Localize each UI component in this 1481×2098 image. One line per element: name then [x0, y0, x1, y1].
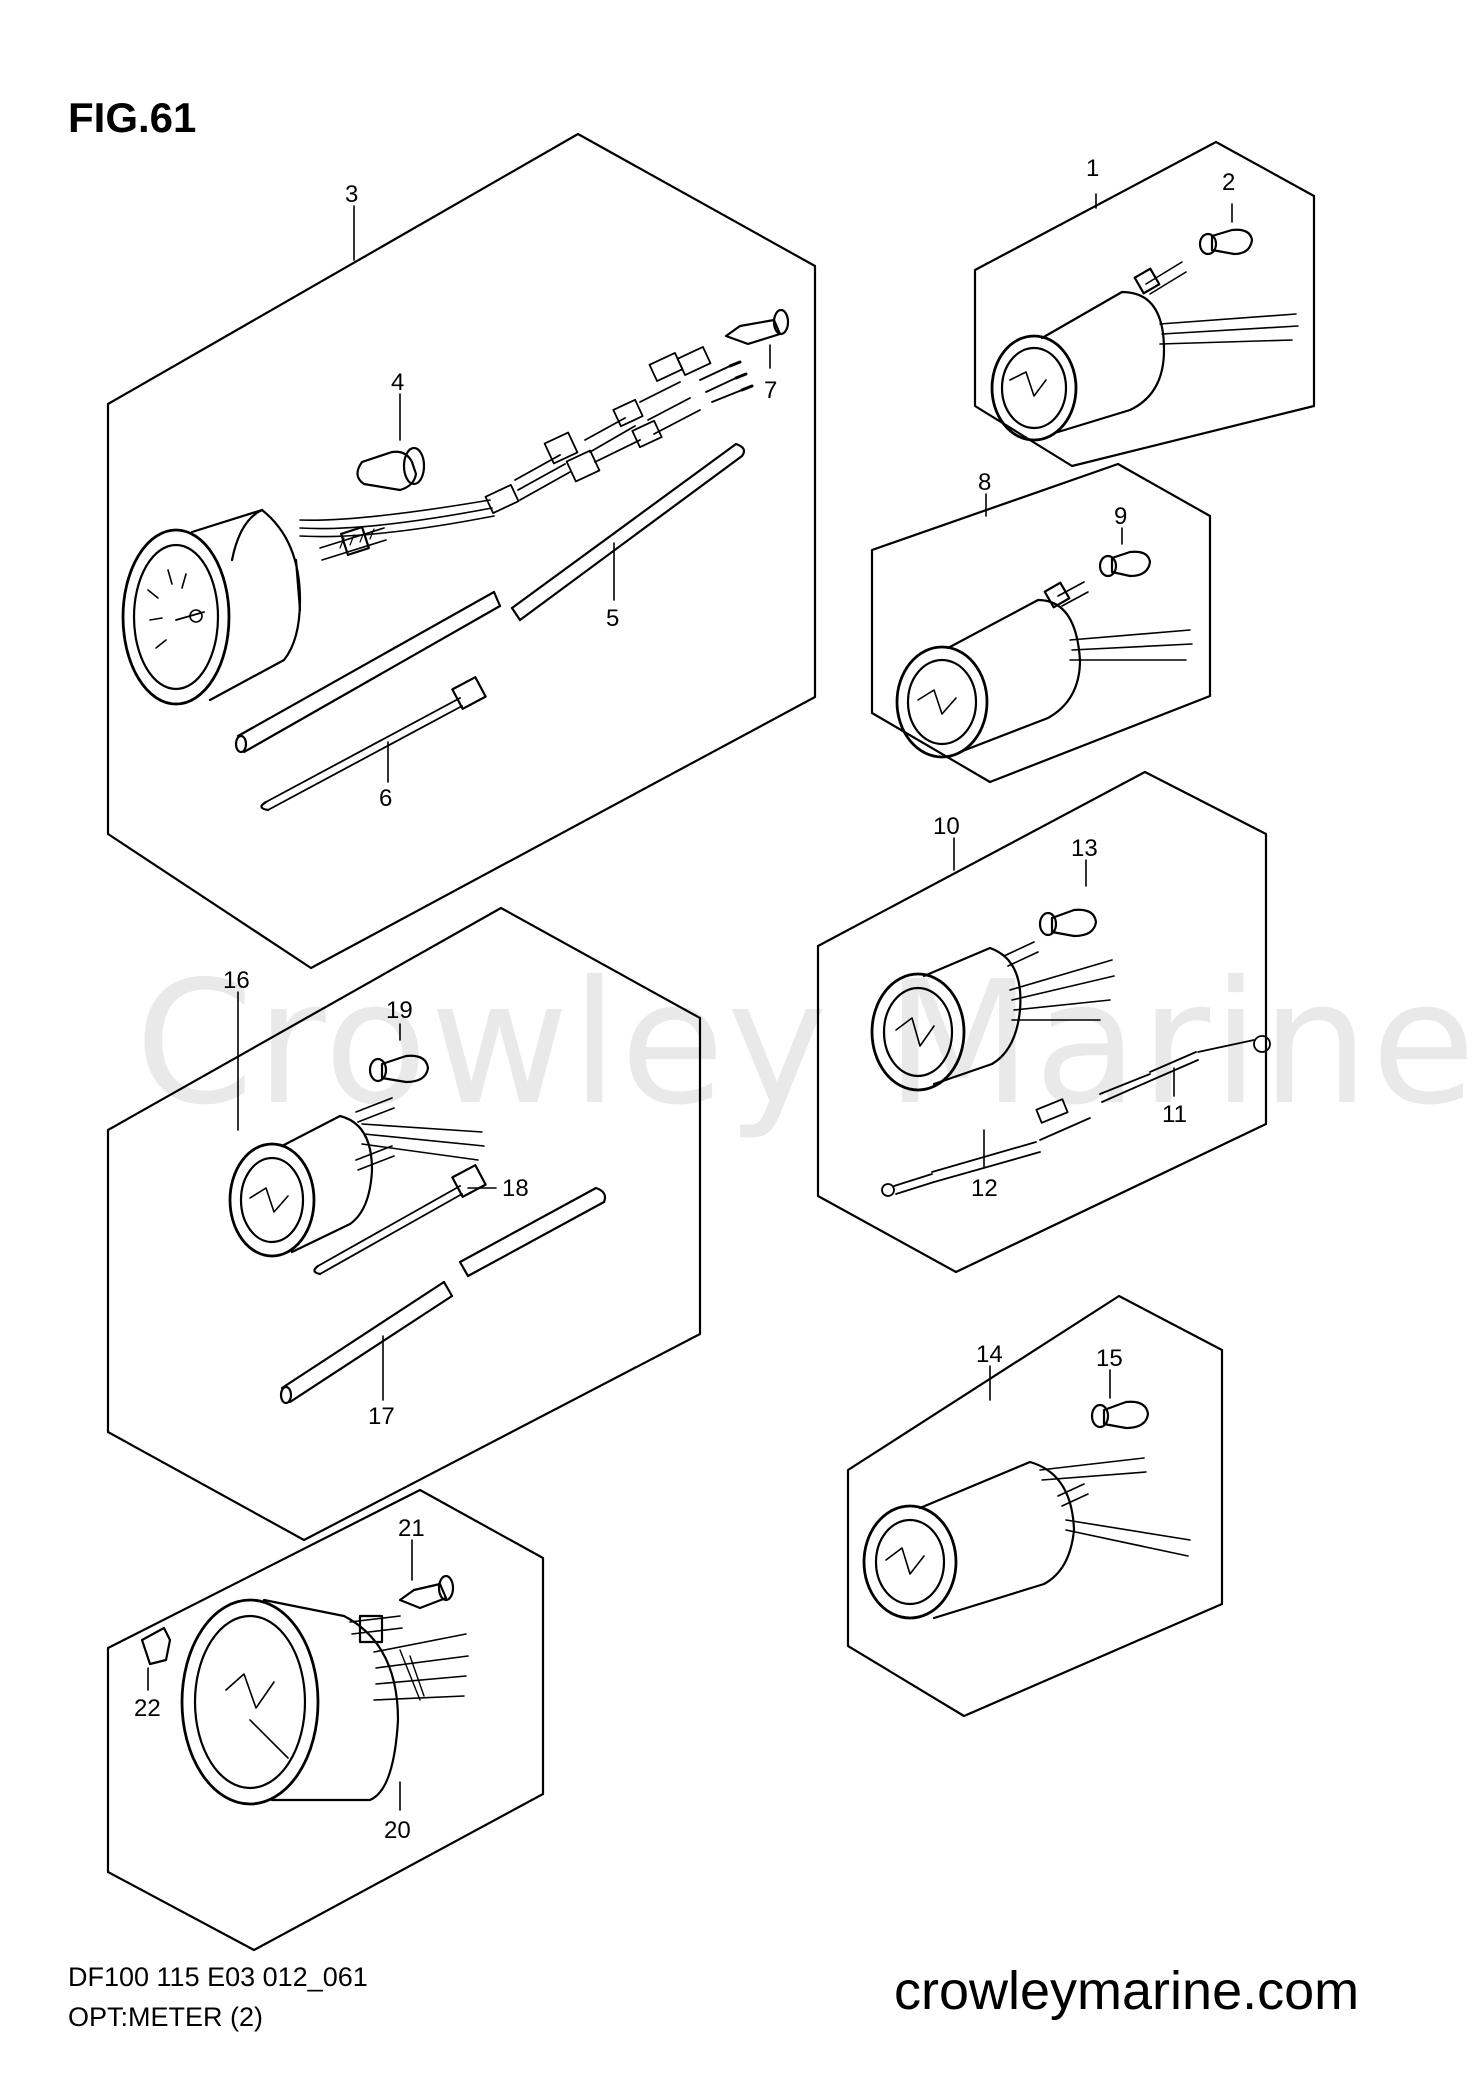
panel-part-1	[973, 140, 1316, 468]
callout-10: 10	[933, 813, 960, 840]
callout-17: 17	[368, 1403, 395, 1430]
callout-5: 5	[606, 605, 619, 632]
callout-1: 1	[1086, 155, 1099, 182]
callout-4: 4	[391, 369, 404, 396]
tube-icon	[279, 1186, 607, 1405]
callout-6: 6	[379, 785, 392, 812]
fastener-icon	[724, 308, 790, 346]
panel-part-16	[106, 906, 702, 1542]
callout-3: 3	[345, 181, 358, 208]
panel-part-20	[106, 1488, 545, 1952]
fastener-icon	[398, 1574, 455, 1610]
callout-9: 9	[1114, 503, 1127, 530]
gauge-icon	[228, 1097, 485, 1258]
bulb-icon	[1098, 550, 1152, 578]
lead-wire-icon	[881, 1035, 1271, 1197]
bulb-icon	[1198, 228, 1254, 256]
callout-22: 22	[134, 1695, 161, 1722]
callout-7: 7	[764, 377, 777, 404]
panel-part-14	[846, 1294, 1224, 1718]
cable-tie-icon	[260, 676, 487, 812]
panel-part-10	[816, 770, 1271, 1274]
bulb-icon	[356, 446, 426, 492]
callout-labels: 1 2 3 4 5 6 7 8 9 10 11 12 13 14 15 16 1…	[134, 155, 1235, 1844]
callout-21: 21	[398, 1515, 425, 1542]
callout-15: 15	[1096, 1345, 1123, 1372]
panel-part-3	[106, 132, 817, 970]
cable-tie-icon	[313, 1164, 487, 1276]
bulb-icon	[1038, 908, 1098, 938]
panel-part-8	[870, 462, 1212, 784]
diagram-caption: OPT:METER (2)	[68, 2002, 264, 2032]
gauge-icon	[895, 581, 1193, 759]
gauge-icon	[990, 261, 1299, 442]
callout-12: 12	[971, 1175, 998, 1202]
wire-harness-icon	[484, 346, 754, 514]
callout-14: 14	[976, 1341, 1003, 1368]
callout-11: 11	[1162, 1101, 1187, 1128]
watermark-text: Crowley Marine	[135, 945, 1478, 1143]
bulb-icon	[1090, 1400, 1150, 1430]
callout-2: 2	[1222, 169, 1235, 196]
bulb-icon	[140, 1626, 172, 1666]
callout-19: 19	[386, 997, 413, 1024]
gauge-icon	[180, 1598, 469, 1806]
figure-title: FIG.61	[68, 94, 197, 141]
callout-18: 18	[502, 1175, 529, 1202]
diagram-code: DF100 115 E03 012_061	[68, 1962, 368, 1992]
gauge-icon	[121, 499, 495, 706]
gauge-icon	[862, 1457, 1191, 1620]
callout-20: 20	[384, 1817, 411, 1844]
callout-13: 13	[1071, 835, 1098, 862]
callout-16: 16	[223, 967, 250, 994]
callout-8: 8	[978, 469, 991, 496]
tube-icon	[234, 442, 746, 754]
bulb-icon	[368, 1054, 430, 1084]
site-name: crowleymarine.com	[894, 1961, 1360, 2021]
gauge-icon	[870, 941, 1115, 1092]
